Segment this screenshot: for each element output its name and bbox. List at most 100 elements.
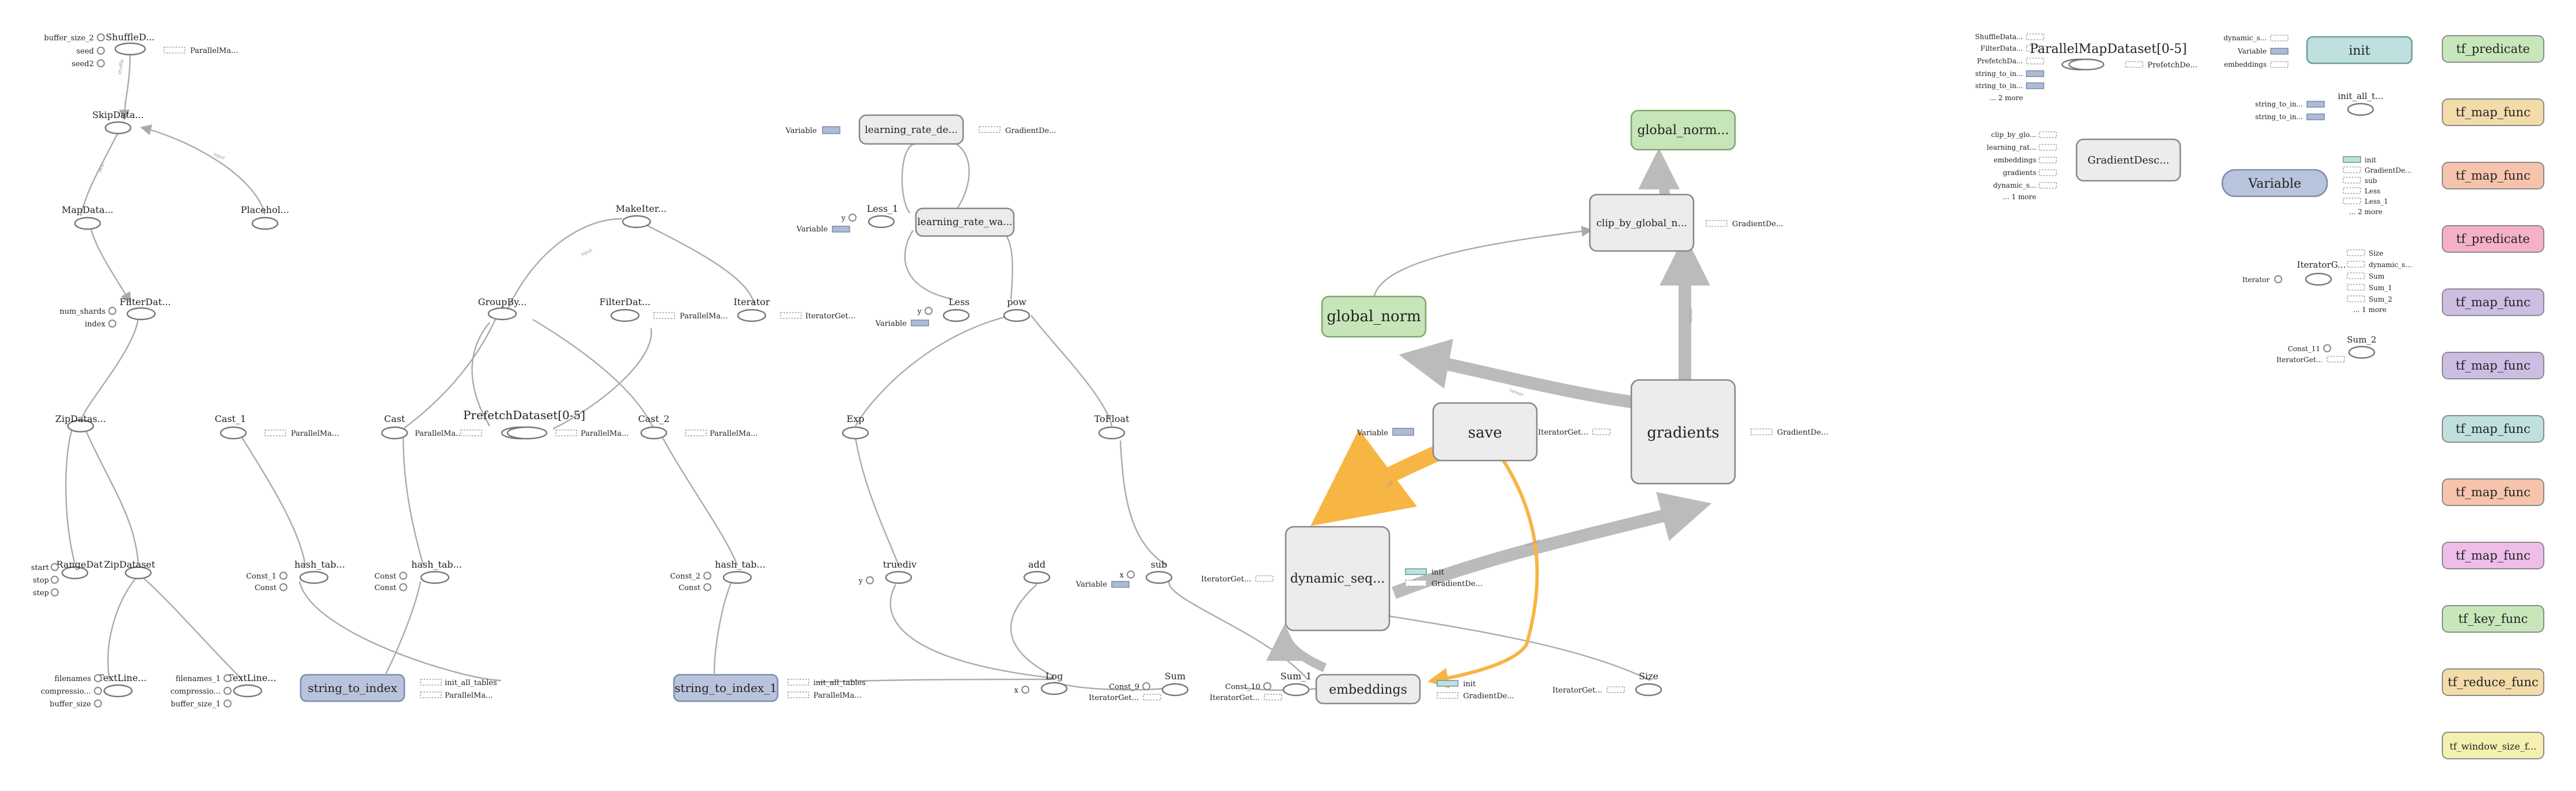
svg-text:init: init [2348, 44, 2370, 58]
svg-text:input: input [580, 248, 593, 257]
node-filterdat-left[interactable]: FilterDat... num_shards index [59, 296, 171, 329]
svg-text:Sum_1: Sum_1 [1281, 671, 1312, 682]
node-makeiter[interactable]: MakeIter... [616, 203, 666, 229]
node-iterator[interactable]: Iterator IteratorGet... [733, 296, 855, 322]
aux-sum-2[interactable]: Const_11 IteratorGet... Sum_2 [2276, 334, 2377, 364]
svg-text:hash_tab...: hash_tab... [294, 559, 345, 570]
node-sum[interactable]: Sum Const_9 IteratorGet... [1089, 671, 1189, 702]
svg-text:init: init [1431, 568, 1445, 577]
svg-text:... 1 more: ... 1 more [2003, 193, 2036, 201]
node-save[interactable]: save Variable IteratorGet... [1357, 402, 1611, 462]
node-less-1[interactable]: Less_1 y Variable [796, 203, 899, 234]
svg-text:y: y [917, 307, 922, 316]
svg-text:IteratorG...: IteratorG... [2297, 260, 2346, 270]
node-zipdataset[interactable]: ZipDataset [104, 559, 156, 580]
node-gradients[interactable]: gradients GradientDe... [1630, 379, 1828, 485]
node-tofloat[interactable]: ToFloat [1094, 413, 1130, 440]
node-cast-2[interactable]: Cast_2 ParallelMa... [638, 413, 758, 440]
aux-init[interactable]: dynamic_s... Variable embeddings init [2223, 34, 2413, 69]
function-node-label: tf_predicate [2456, 232, 2530, 246]
node-add[interactable]: add [1023, 559, 1051, 584]
svg-text:... 1 more: ... 1 more [2353, 306, 2386, 314]
svg-text:truediv: truediv [883, 559, 916, 570]
svg-text:ParallelMa...: ParallelMa... [581, 429, 629, 438]
function-node-box [2442, 35, 2544, 63]
node-hash-tab-b[interactable]: hash_tab... Const Const [374, 559, 462, 592]
svg-text:Const: Const [255, 584, 277, 592]
function-node-label: tf_predicate [2456, 42, 2530, 56]
svg-text:IteratorGet...: IteratorGet... [2276, 356, 2323, 364]
aux-gradientdescent[interactable]: clip_by_glo... learning_rat... embedding… [1987, 131, 2181, 201]
node-hash-tab-c[interactable]: hash_tab... Const_2 Const [670, 559, 766, 592]
node-global-norm-top[interactable]: global_norm... [1630, 109, 1736, 151]
node-pow[interactable]: pow [1003, 296, 1031, 322]
svg-text:ZipDataset: ZipDataset [104, 559, 156, 570]
svg-text:shuffle: shuffle [117, 59, 125, 75]
aux-variable[interactable]: Variable init GradientDe... sub Less Les… [2221, 156, 2412, 216]
node-zipdatas[interactable]: ZipDatas... [55, 413, 106, 433]
function-node-box [2442, 668, 2544, 696]
node-rangedat[interactable]: RangeDat start stop step [31, 559, 103, 598]
node-less[interactable]: Less y Variable [875, 296, 970, 328]
svg-text:ParallelMa...: ParallelMa... [813, 691, 862, 700]
node-global-norm[interactable]: global_norm [1321, 295, 1427, 338]
node-mapdata[interactable]: MapData... [62, 204, 113, 230]
node-groupby[interactable]: GroupBy... [478, 296, 527, 321]
function-node[interactable]: tf_map_func [2442, 288, 2544, 316]
node-prefetch[interactable]: PrefetchDataset[0-5] ParallelMa... [463, 408, 629, 440]
node-log[interactable]: Log x [1014, 671, 1068, 695]
svg-text:Cast_1: Cast_1 [215, 413, 247, 424]
node-sub[interactable]: sub x Variable [1075, 559, 1173, 589]
svg-text:learning_rate_de...: learning_rate_de... [865, 124, 957, 136]
node-cast[interactable]: Cast ParallelMa... [381, 413, 482, 440]
svg-text:ZipDatas...: ZipDatas... [55, 413, 106, 424]
node-string-to-index-1[interactable]: string_to_index_1 init_all_tables Parall… [673, 674, 866, 702]
node-learning-rate-wa[interactable]: learning_rate_wa... [915, 207, 1015, 237]
node-sum-1[interactable]: Sum_1 Const_10 IteratorGet... [1210, 671, 1312, 702]
function-node-box [2442, 98, 2544, 126]
node-filterdat-mid[interactable]: FilterDat... ParallelMa... [600, 296, 728, 322]
node-textline-a[interactable]: TextLine... filenames compressio... buff… [41, 672, 147, 709]
node-textline-b[interactable]: TextLine... filenames_1 compressio... bu… [171, 672, 276, 709]
function-node[interactable]: tf_key_func [2442, 605, 2544, 633]
aux-init-all-tables[interactable]: string_to_in... string_to_in... init_all… [2255, 91, 2384, 121]
node-cast-1[interactable]: Cast_1 ParallelMa... [215, 413, 339, 440]
node-exp[interactable]: Exp [842, 413, 869, 440]
function-node[interactable]: tf_map_func [2442, 415, 2544, 443]
node-embeddings[interactable]: embeddings init GradientDe... [1315, 674, 1514, 705]
svg-text:Cast: Cast [384, 413, 406, 424]
node-shuffle[interactable]: ShuffleD... [105, 32, 155, 56]
node-size[interactable]: Size IteratorGet... [1552, 671, 1662, 697]
function-node[interactable]: tf_reduce_func [2442, 668, 2544, 696]
node-placeholder[interactable]: Placehol... [241, 204, 289, 230]
function-node[interactable]: tf_map_func [2442, 162, 2544, 189]
svg-text:filenames_1: filenames_1 [176, 675, 221, 683]
function-node[interactable]: tf_map_func [2442, 352, 2544, 379]
svg-text:index: index [85, 320, 106, 329]
node-dynamic-seq[interactable]: dynamic_seq... IteratorGet... init Gradi… [1201, 526, 1483, 632]
svg-text:Sum_2: Sum_2 [2347, 334, 2376, 345]
node-truediv[interactable]: truediv y [858, 559, 916, 585]
function-node[interactable]: tf_window_size_f... [2442, 732, 2544, 759]
svg-text:string_to_index_1: string_to_index_1 [675, 681, 777, 695]
svg-text:Iterator: Iterator [2242, 276, 2270, 284]
aux-parallelmapdataset[interactable]: ShuffleData... FilterData... PrefetchDa.… [1975, 33, 2198, 102]
function-library: tf_predicate tf_map_func tf_map_func tf_pre… [2442, 35, 2544, 759]
node-clip-by-global-norm[interactable]: clip_by_global_n... GradientDe... [1589, 193, 1783, 252]
function-node[interactable]: tf_map_func [2442, 478, 2544, 506]
function-node[interactable]: tf_map_func [2442, 98, 2544, 126]
node-skipdata[interactable]: SkipData... [92, 109, 144, 135]
function-node[interactable]: tf_predicate [2442, 35, 2544, 63]
node-learning-rate-de[interactable]: Variable learning_rate_de... GradientDe.… [785, 114, 1056, 145]
node-string-to-index[interactable]: string_to_index init_all_tables Parallel… [300, 674, 497, 702]
node-hash-tab-a[interactable]: hash_tab... Const_1 Const [246, 559, 345, 592]
svg-text:Size: Size [1639, 671, 1658, 682]
function-node[interactable]: tf_predicate [2442, 225, 2544, 253]
aux-iteratorgetnext[interactable]: Iterator IteratorG... Size dynamic_s... … [2242, 249, 2412, 314]
svg-text:init_all_tables: init_all_tables [445, 679, 497, 687]
svg-text:TextLine...: TextLine... [227, 672, 276, 683]
svg-text:Const_9: Const_9 [1109, 683, 1139, 691]
function-node[interactable]: tf_map_func [2442, 542, 2544, 569]
svg-text:ToFloat: ToFloat [1094, 413, 1130, 424]
